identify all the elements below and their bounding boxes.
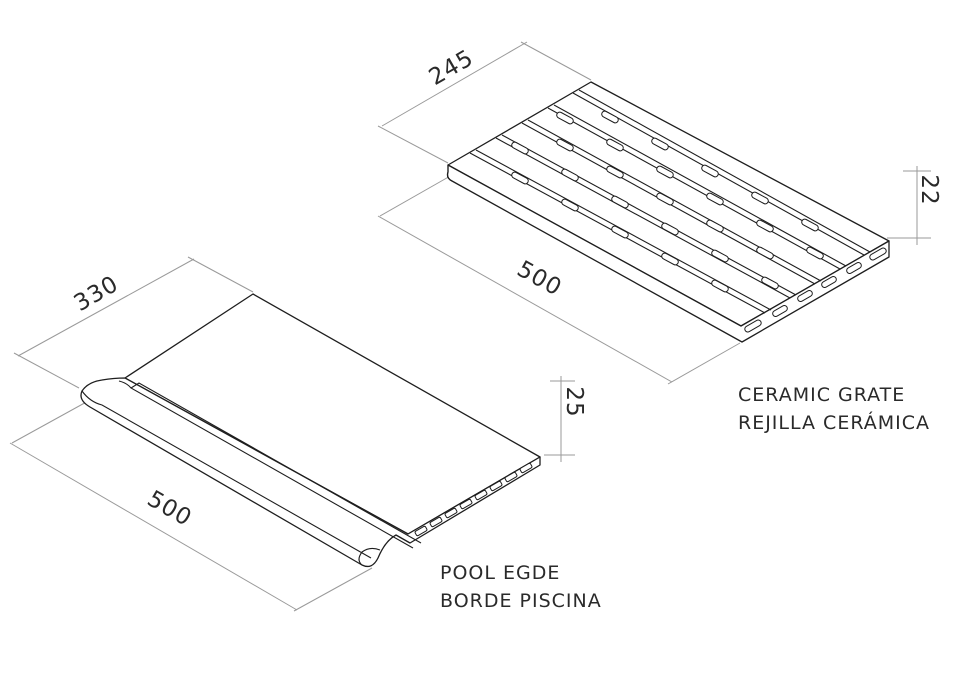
grate-body <box>446 81 890 343</box>
grate-dimension-lines <box>377 41 931 385</box>
pool-edge: 330 500 25 <box>9 256 587 612</box>
grate-length-label: 500 <box>513 256 567 301</box>
grate-caption-spanish: REJILLA CERÁMICA <box>738 412 931 434</box>
grate-caption: CERAMIC GRATE REJILLA CERÁMICA <box>738 381 930 437</box>
edge-caption-english: POOL EGDE <box>440 562 561 584</box>
grate-thickness-label: 22 <box>916 174 942 205</box>
edge-end-openings <box>414 462 533 537</box>
edge-width-label: 330 <box>70 271 124 317</box>
grate-caption-english: CERAMIC GRATE <box>738 384 906 406</box>
grate-slots <box>511 110 824 293</box>
edge-body <box>80 293 541 568</box>
edge-thickness-label: 25 <box>561 386 587 417</box>
ceramic-grate: 245 500 22 <box>377 41 942 385</box>
grate-end-openings <box>744 247 887 333</box>
edge-dimension-lines <box>9 256 575 612</box>
edge-caption-spanish: BORDE PISCINA <box>440 590 602 612</box>
edge-caption: POOL EGDE BORDE PISCINA <box>440 559 602 615</box>
grate-width-label: 245 <box>425 45 479 91</box>
